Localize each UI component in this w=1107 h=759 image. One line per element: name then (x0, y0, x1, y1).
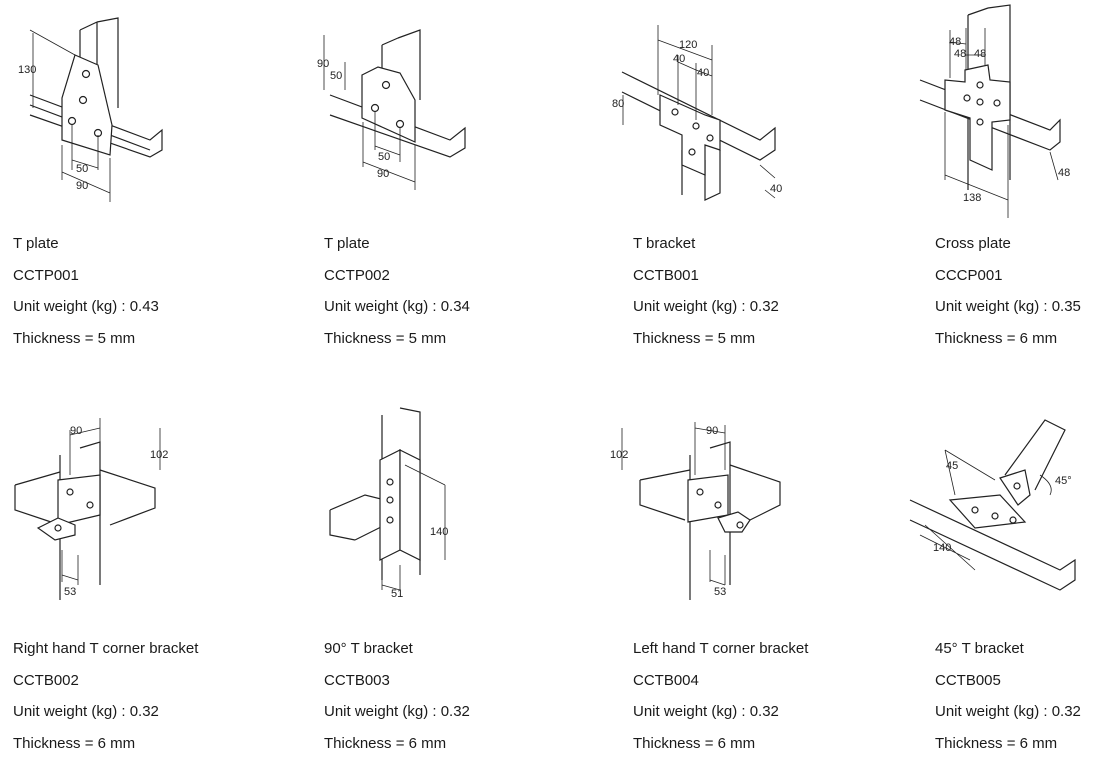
product-thickness: Thickness = 5 mm (633, 323, 779, 355)
product-code: CCTB002 (13, 665, 198, 697)
product-weight: Unit weight (kg) : 0.35 (935, 291, 1081, 323)
dimension-label: 53 (714, 586, 726, 598)
dimension-label: 40 (770, 183, 782, 195)
drawing-cctp002: 90 50 50 90 (300, 0, 500, 220)
dimension-label: 40 (673, 53, 685, 65)
dimension-label: 50 (330, 70, 342, 82)
product-code: CCTB004 (633, 665, 808, 697)
dimension-label: 138 (963, 192, 981, 204)
product-info-cctp002: T plate CCTP002 Unit weight (kg) : 0.34 … (324, 228, 470, 354)
dimension-label: 90 (377, 168, 389, 180)
product-code: CCTP001 (13, 260, 159, 292)
product-info-cctb002: Right hand T corner bracket CCTB002 Unit… (13, 633, 198, 759)
drawing-cctb003: 140 51 (300, 400, 500, 610)
product-name: Right hand T corner bracket (13, 633, 198, 665)
dimension-label: 45° (1055, 475, 1072, 487)
drawing-cctb004: 102 90 53 (600, 400, 800, 610)
dimension-label: 45 (946, 460, 958, 472)
product-weight: Unit weight (kg) : 0.43 (13, 291, 159, 323)
dimension-label: 140 (933, 542, 951, 554)
product-name: 90° T bracket (324, 633, 470, 665)
dimension-label: 48 (949, 36, 961, 48)
product-name: T bracket (633, 228, 779, 260)
drawing-cctb005: 45 45° 140 (900, 400, 1107, 610)
dimension-label: 102 (610, 449, 628, 461)
product-name: T plate (324, 228, 470, 260)
dimension-label: 130 (18, 64, 36, 76)
dimension-label: 90 (76, 180, 88, 192)
dimension-label: 51 (391, 588, 403, 600)
drawing-cccp001: 48 48 48 138 48 (900, 0, 1107, 225)
product-code: CCTB001 (633, 260, 779, 292)
product-thickness: Thickness = 6 mm (633, 728, 808, 759)
product-info-cctp001: T plate CCTP001 Unit weight (kg) : 0.43 … (13, 228, 159, 354)
product-thickness: Thickness = 6 mm (935, 728, 1081, 759)
dimension-label: 80 (612, 98, 624, 110)
dimension-label: 48 (974, 48, 986, 60)
product-name: Cross plate (935, 228, 1081, 260)
product-code: CCTB003 (324, 665, 470, 697)
product-thickness: Thickness = 6 mm (324, 728, 470, 759)
product-code: CCTP002 (324, 260, 470, 292)
dimension-label: 50 (76, 163, 88, 175)
product-info-cctb004: Left hand T corner bracket CCTB004 Unit … (633, 633, 808, 759)
product-weight: Unit weight (kg) : 0.32 (935, 696, 1081, 728)
product-thickness: Thickness = 6 mm (13, 728, 198, 759)
dimension-label: 90 (70, 425, 82, 437)
drawing-cctb001: 120 40 40 80 40 (600, 0, 800, 220)
product-name: T plate (13, 228, 159, 260)
dimension-label: 120 (679, 39, 697, 51)
dimension-label: 140 (430, 526, 448, 538)
dimension-label: 40 (697, 67, 709, 79)
dimension-label: 90 (706, 425, 718, 437)
product-code: CCTB005 (935, 665, 1081, 697)
product-thickness: Thickness = 6 mm (935, 323, 1081, 355)
dimension-label: 48 (954, 48, 966, 60)
dimension-label: 53 (64, 586, 76, 598)
product-weight: Unit weight (kg) : 0.32 (13, 696, 198, 728)
product-name: 45° T bracket (935, 633, 1081, 665)
drawing-cctb002: 90 102 53 (0, 400, 200, 610)
product-info-cctb005: 45° T bracket CCTB005 Unit weight (kg) :… (935, 633, 1081, 759)
product-info-cctb001: T bracket CCTB001 Unit weight (kg) : 0.3… (633, 228, 779, 354)
product-name: Left hand T corner bracket (633, 633, 808, 665)
dimension-label: 50 (378, 151, 390, 163)
product-weight: Unit weight (kg) : 0.32 (633, 696, 808, 728)
dimension-label: 102 (150, 449, 168, 461)
product-info-cctb003: 90° T bracket CCTB003 Unit weight (kg) :… (324, 633, 470, 759)
product-weight: Unit weight (kg) : 0.34 (324, 291, 470, 323)
drawing-cctp001: 130 50 90 (0, 0, 200, 220)
product-weight: Unit weight (kg) : 0.32 (324, 696, 470, 728)
product-code: CCCP001 (935, 260, 1081, 292)
product-weight: Unit weight (kg) : 0.32 (633, 291, 779, 323)
product-thickness: Thickness = 5 mm (13, 323, 159, 355)
product-info-cccp001: Cross plate CCCP001 Unit weight (kg) : 0… (935, 228, 1081, 354)
dimension-label: 48 (1058, 167, 1070, 179)
dimension-label: 90 (317, 58, 329, 70)
product-thickness: Thickness = 5 mm (324, 323, 470, 355)
